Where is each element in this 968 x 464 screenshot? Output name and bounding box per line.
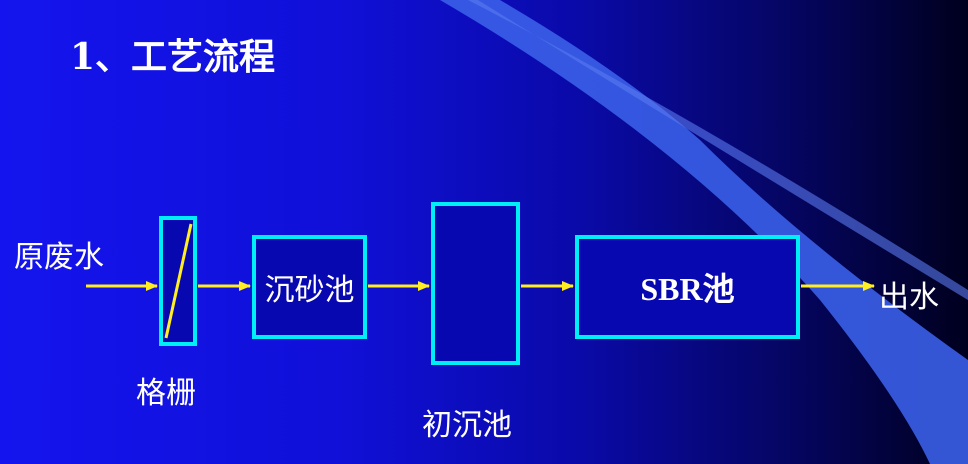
screen-box: [159, 216, 197, 346]
slide-title: 1、工艺流程: [70, 36, 276, 78]
grit-chamber-label: 沉砂池: [264, 273, 355, 308]
primary-clarifier-box: [431, 202, 520, 365]
sbr-tank-label: SBR池: [640, 271, 735, 307]
screen-label: 格栅: [136, 376, 196, 411]
sbr-tank-box: SBR池: [575, 235, 800, 339]
primary-clarifier-label: 初沉池: [422, 408, 512, 443]
screen-diagonal-icon: [164, 223, 193, 339]
outlet-label: 出水: [879, 280, 939, 315]
inlet-label: 原废水: [14, 240, 104, 275]
grit-chamber-box: 沉砂池: [252, 235, 367, 339]
